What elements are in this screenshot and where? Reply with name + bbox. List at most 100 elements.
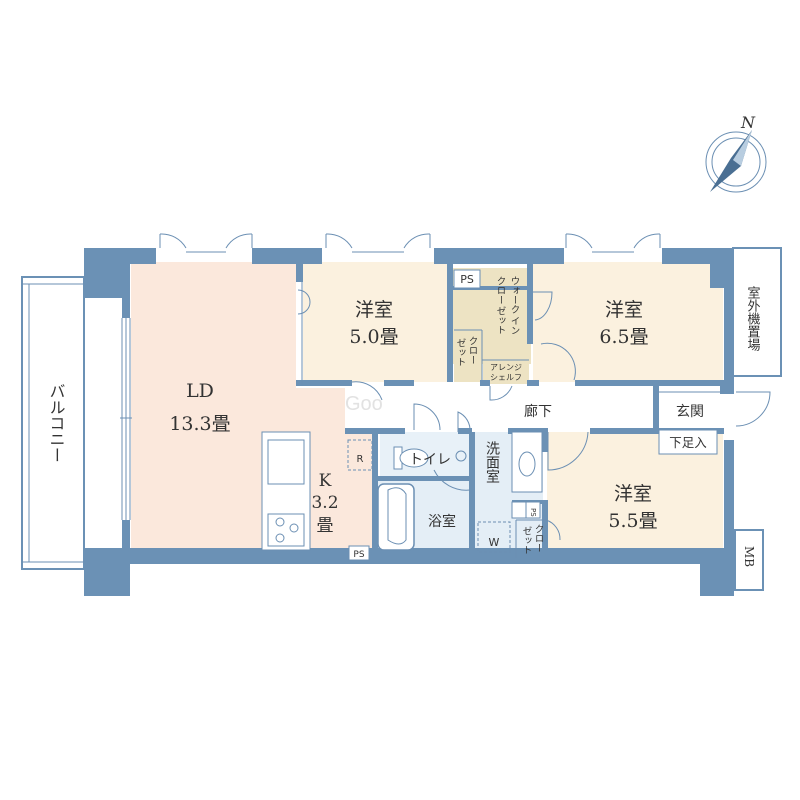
interior-doors [297,289,771,541]
walls [84,248,734,596]
ld-name: LD [186,380,214,402]
door-swing [457,411,471,433]
door-swing [433,469,471,491]
western3-size: 5.5畳 [608,510,657,532]
entrance-floor [656,392,724,432]
door-swing [225,233,253,249]
wall [700,556,734,596]
ps-wash-label: PS [529,508,537,517]
door-swing [545,519,561,541]
ld-floor [131,262,372,548]
western2-name: 洋室 [605,299,643,321]
door-swing [565,233,593,249]
bathtub-inner [387,487,407,545]
wall [480,380,490,386]
door-swing [159,233,187,249]
bathtub [377,483,415,551]
arrange-shelf-floor [483,360,529,384]
western1-size: 5.0畳 [349,326,398,348]
mb-label: MB [742,546,756,567]
closet1-floor [454,330,482,382]
door-swing [633,233,661,249]
toilet-bowl [399,448,429,468]
door-swing [735,391,771,427]
compass-needle [710,130,752,192]
balcony-outline [21,276,85,570]
bath-fixtures [377,431,543,553]
wall [469,432,475,550]
wall [575,380,725,386]
wall [653,386,659,432]
closet2-line2: ゼット [521,526,533,555]
ps-kitchen-box [348,545,370,561]
wall [296,264,303,282]
shoe-box-label: 下足入 [669,435,707,450]
wall [270,248,322,264]
hallway-label: 廊下 [524,403,552,420]
wash-basin [511,431,543,493]
closet1-line2: ゼット [455,338,467,367]
door-swing [351,381,383,401]
wall [724,440,734,556]
outdoor-unit-label: 室外機置場 [745,285,761,351]
wall [84,548,130,596]
wall [122,520,130,550]
wall [84,248,130,298]
western3-name: 洋室 [614,483,652,505]
toilet-label: トイレ [409,452,451,468]
kitchen-sink [267,439,305,485]
compass-outer-ring [705,131,767,193]
western1-name: 洋室 [355,299,393,321]
wic-line3: クロー [495,276,506,305]
western2-floor [533,262,723,382]
wall [458,428,472,434]
door-swing [540,342,576,381]
kitchen-size: 3.2 [311,493,338,513]
arrange-shelf-line1: アレンジ [490,363,522,372]
wall [372,432,378,550]
toilet-sink [455,450,467,462]
closet1-line1: クロー [467,336,478,365]
wall [122,298,130,318]
stove-burner [275,533,285,543]
wic-line1: ウォーク [509,276,520,314]
top-doors [159,233,661,253]
partitions [301,282,724,558]
room-labels: LD 13.3畳 K 3.2 畳 洋室 5.0畳 洋室 6.5畳 洋室 5.5畳… [47,273,761,567]
stove-burner [275,517,285,527]
door-swing [325,233,353,249]
stove-burner [289,523,299,533]
wic-line2: イン [509,316,521,335]
kitchen-fixtures [261,431,373,561]
mb-outline [734,529,764,591]
balcony-window [120,318,132,520]
wall [447,264,453,382]
wall [508,428,548,434]
entrance-label: 玄関 [676,403,704,420]
refrigerator-label: R [357,454,364,465]
refrigerator-space [347,439,373,471]
ps-top-box [453,269,481,289]
wall [84,548,734,564]
door-swing [403,233,431,249]
kitchen-name: K [319,471,332,491]
kitchen-counter [261,431,311,551]
ld-size: 13.3畳 [169,413,230,435]
door-swing [413,403,441,431]
wall [527,380,539,386]
washer-label: W [489,536,500,549]
wall [449,286,533,290]
wall [296,380,352,386]
wall [542,432,548,452]
washer-space [477,521,511,553]
washroom-label: 洗面室 [484,441,500,483]
compass: N [705,113,767,193]
ps-top-label: PS [460,273,474,286]
arrange-shelf-line2: シェルフ [490,373,522,382]
wall [345,428,405,434]
wall [527,264,533,344]
kitchen-stove [267,513,305,547]
door-swing [489,385,513,401]
wall [542,500,548,550]
